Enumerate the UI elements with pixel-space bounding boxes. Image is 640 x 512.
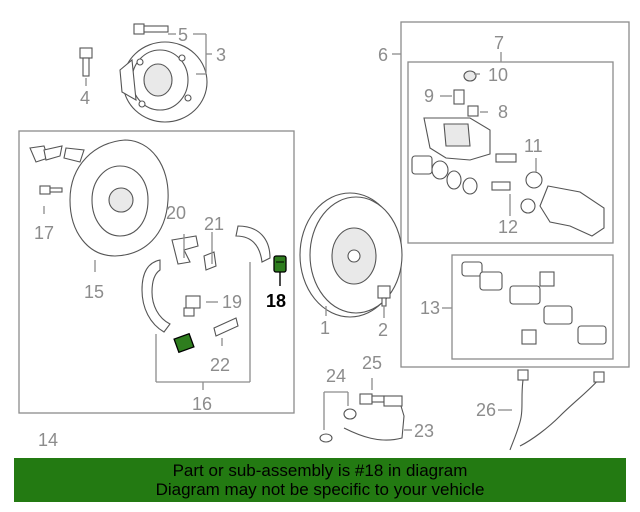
group-box-14 (18, 130, 295, 414)
group-box-6 (400, 21, 630, 368)
wheel-stud-4[interactable] (79, 47, 93, 77)
callout-24: 24 (326, 366, 346, 386)
callout-6: 6 (378, 45, 388, 65)
pin-17[interactable] (39, 185, 63, 195)
callout-5: 5 (178, 25, 188, 45)
callout-14: 14 (38, 430, 58, 450)
callout-21: 21 (204, 214, 224, 234)
parking-shoe-front[interactable] (235, 225, 271, 263)
callout-23: 23 (414, 421, 434, 441)
callout-4: 4 (80, 88, 90, 108)
caliper-bracket[interactable] (539, 185, 605, 237)
callout-7: 7 (494, 33, 504, 53)
callout-26: 26 (476, 400, 496, 420)
abs-sensor-25[interactable] (359, 393, 385, 405)
boot-8[interactable] (467, 105, 479, 117)
caliper-body[interactable] (423, 117, 491, 161)
banner-line-1: Part or sub-assembly is #18 in diagram (172, 461, 468, 480)
callout-3: 3 (216, 45, 226, 65)
hub-bearing-assembly[interactable] (119, 41, 208, 123)
abs-cable-26[interactable] (509, 369, 605, 451)
part-18-right[interactable] (273, 255, 287, 273)
callout-22: 22 (210, 355, 230, 375)
cap-10[interactable] (463, 70, 477, 82)
callout-16: 16 (192, 394, 212, 414)
part-18-left[interactable] (173, 332, 195, 354)
callout-2: 2 (378, 320, 388, 340)
callout-11: 11 (524, 136, 543, 156)
callout-8: 8 (498, 102, 508, 122)
abs-sensor-24[interactable] (319, 408, 357, 443)
adjuster-20[interactable] (171, 235, 199, 265)
banner-line-2: Diagram may not be specific to your vehi… (155, 480, 485, 499)
part-info-banner: Part or sub-assembly is #18 in diagram D… (14, 458, 626, 502)
spring-19[interactable] (183, 295, 201, 317)
callout-12: 12 (498, 217, 518, 237)
callout-15: 15 (84, 282, 104, 302)
callout-9: 9 (424, 86, 434, 106)
hub-bolt-5[interactable] (133, 23, 169, 35)
callout-19: 19 (222, 292, 242, 312)
callout-1: 1 (320, 318, 330, 338)
guide-pin-11[interactable] (495, 153, 543, 189)
group-box-13 (451, 254, 614, 360)
brake-rotor[interactable] (299, 192, 403, 318)
callout-18: 18 (266, 291, 286, 311)
group-box-7 (407, 61, 614, 244)
brake-pads[interactable] (461, 261, 607, 345)
piston-seal-kit[interactable] (411, 155, 478, 195)
spring-22[interactable] (213, 317, 239, 337)
backing-plate[interactable] (69, 139, 169, 257)
spring-21[interactable] (203, 251, 217, 271)
retainer-clips[interactable] (29, 145, 85, 163)
bleeder-9[interactable] (453, 89, 465, 105)
guide-pin-12[interactable] (491, 181, 536, 214)
callout-10: 10 (488, 65, 508, 85)
speed-sensor-23[interactable] (343, 395, 405, 441)
callout-25: 25 (362, 353, 382, 373)
parking-shoe-rear[interactable] (141, 259, 171, 333)
callout-13: 13 (420, 298, 440, 318)
parts-diagram: 1 2 3 4 5 6 7 8 9 10 11 12 13 14 15 16 1… (18, 21, 630, 451)
callout-20: 20 (166, 203, 186, 223)
callout-17: 17 (34, 223, 54, 243)
